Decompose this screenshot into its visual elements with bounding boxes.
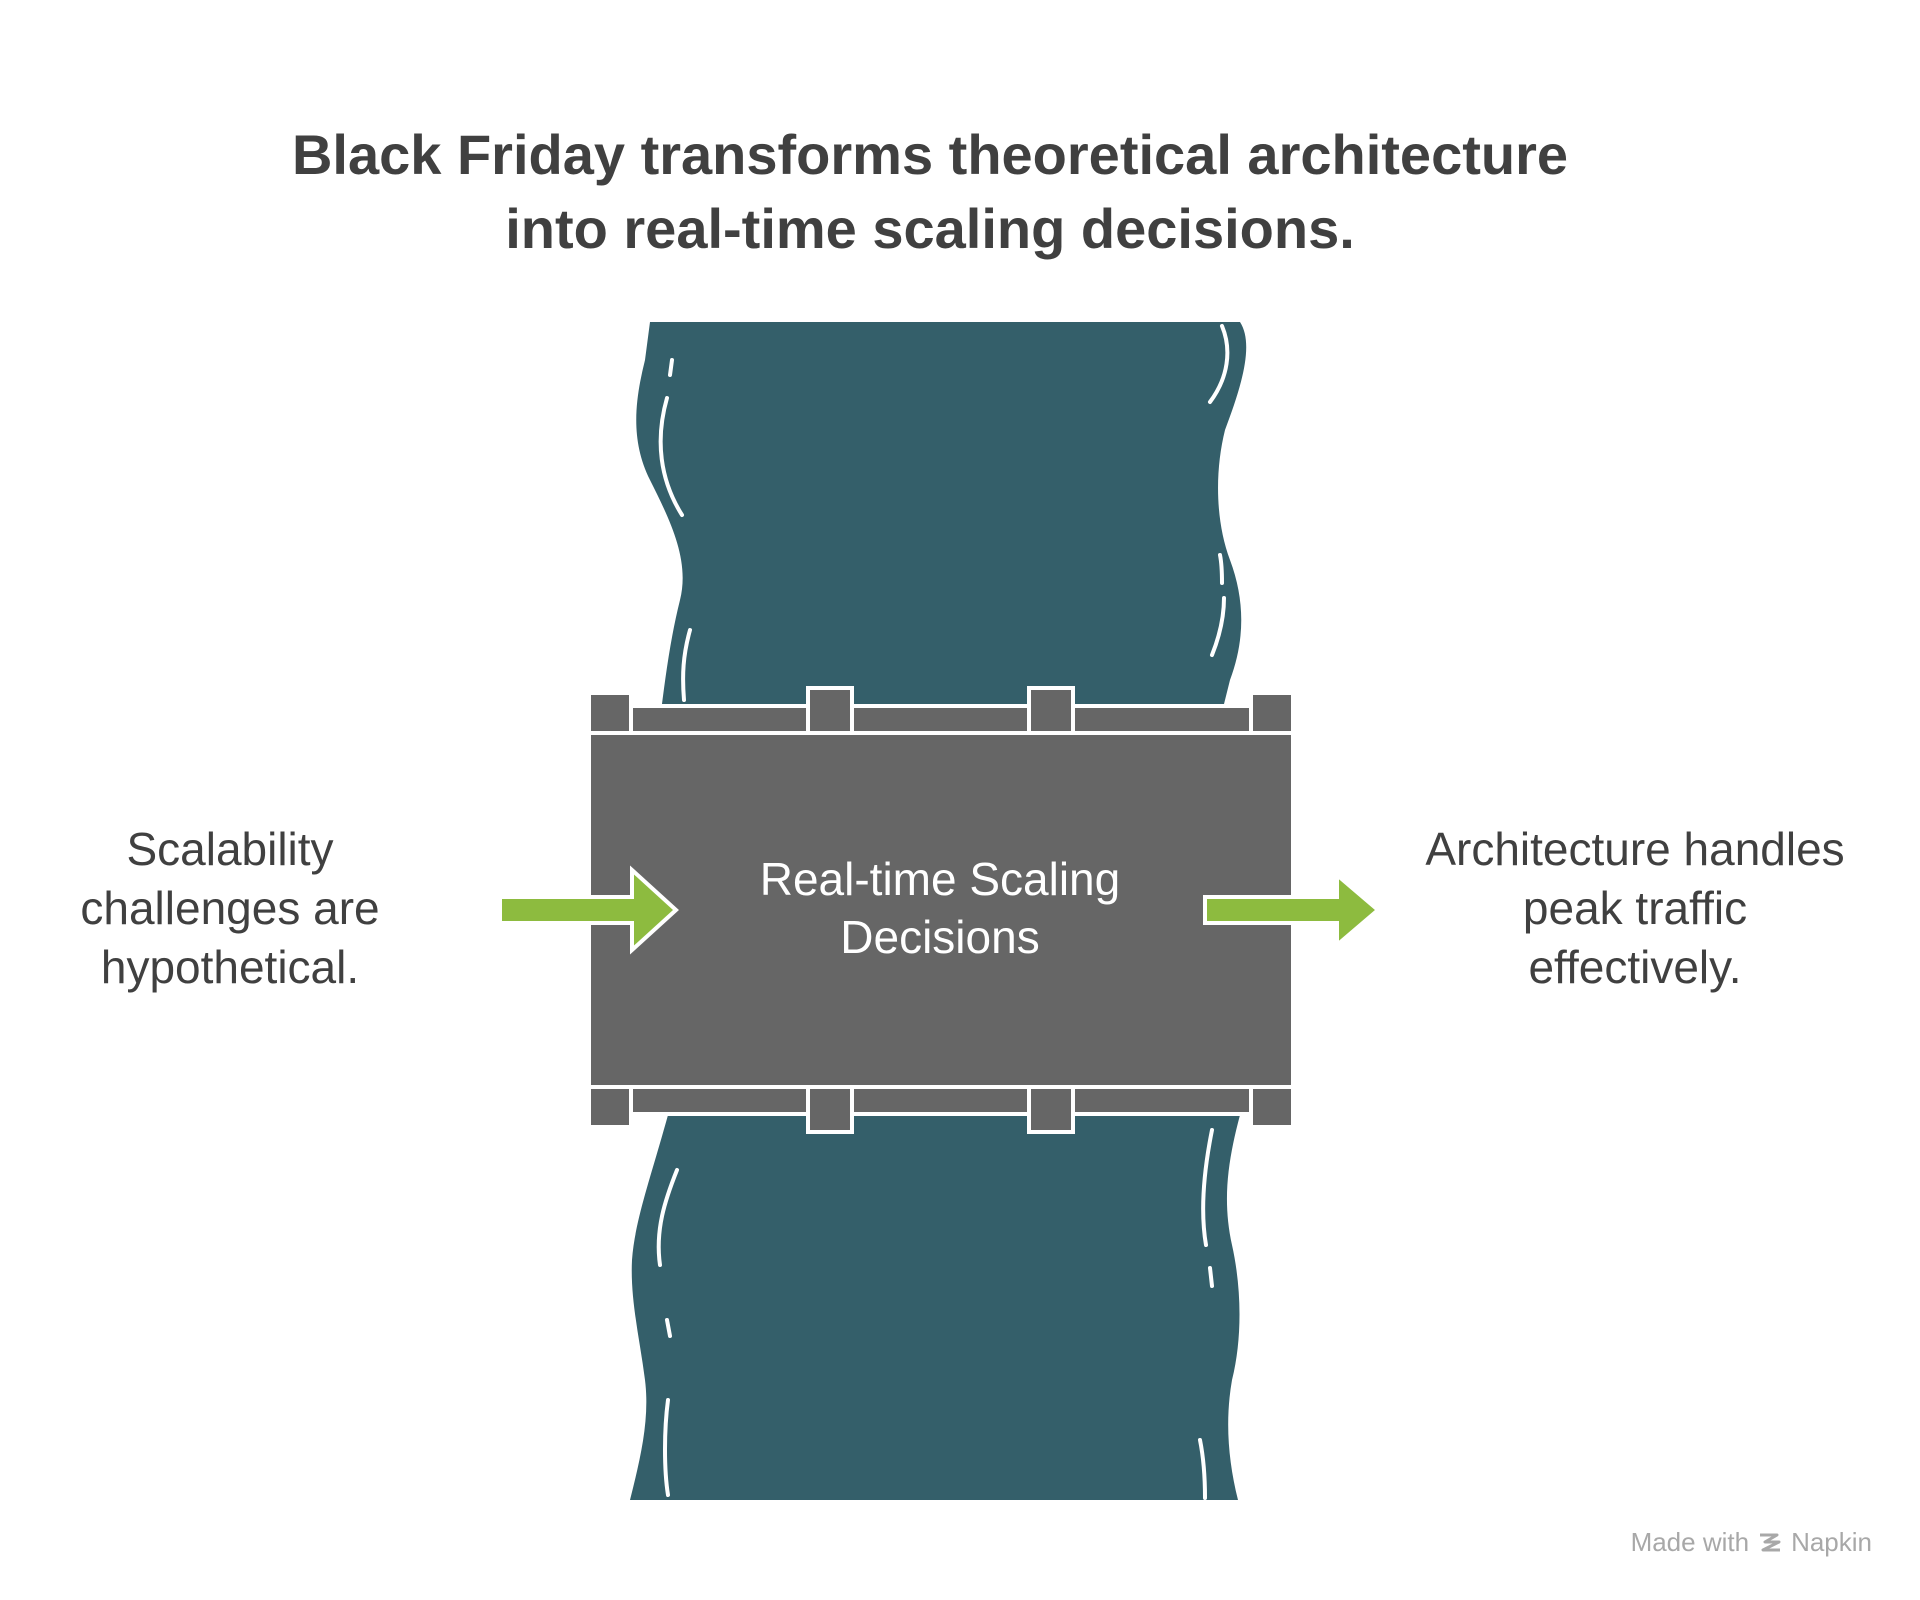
watermark-made-with: Made with xyxy=(1630,1527,1750,1557)
before-line-1: Scalability xyxy=(126,823,334,875)
bridge-label: Real-time Scaling Decisions xyxy=(590,850,1290,966)
bridge-label-line-1: Real-time Scaling xyxy=(759,853,1121,905)
river-upper-bank-lines xyxy=(658,324,1230,702)
after-line-3: effectively. xyxy=(1528,941,1742,993)
before-line-2: challenges are xyxy=(80,882,380,934)
napkin-logo-icon xyxy=(1760,1533,1781,1552)
river-lower xyxy=(630,1115,1240,1500)
bridge-top-rail xyxy=(587,686,1295,735)
river-lower-bank-lines xyxy=(656,1128,1214,1500)
before-state-text: Scalability challenges are hypothetical. xyxy=(30,820,430,997)
napkin-watermark: Made with Napkin xyxy=(1631,1527,1872,1557)
bridge-label-line-2: Decisions xyxy=(840,911,1040,963)
title-line-1: Black Friday transforms theoretical arch… xyxy=(291,123,1569,186)
after-line-2: peak traffic xyxy=(1522,882,1748,934)
bridge-deck xyxy=(587,731,1295,1089)
river-upper xyxy=(636,322,1247,720)
before-line-3: hypothetical. xyxy=(100,941,360,993)
input-arrow xyxy=(498,865,679,955)
after-state-text: Architecture handles peak traffic effect… xyxy=(1395,820,1875,997)
watermark-brand: Napkin xyxy=(1791,1527,1872,1557)
title-line-2: into real-time scaling decisions. xyxy=(505,197,1355,260)
after-line-1: Architecture handles xyxy=(1425,823,1845,875)
page-title: Black Friday transforms theoretical arch… xyxy=(0,118,1860,266)
output-arrow xyxy=(1203,870,1382,950)
